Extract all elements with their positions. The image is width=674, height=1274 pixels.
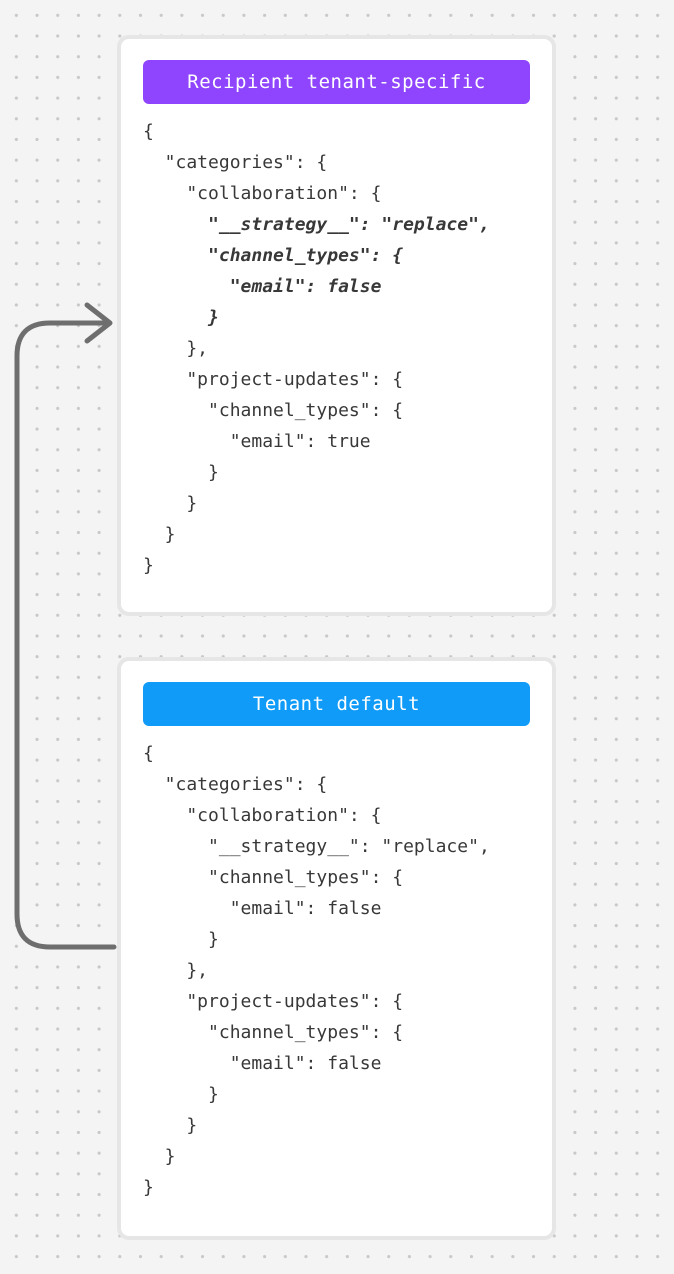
json-code-line: } [143, 307, 219, 328]
json-code-line: "email": false [143, 276, 382, 297]
recipient-tenant-specific-header: Recipient tenant-specific [143, 60, 530, 104]
json-code-line: } [143, 524, 176, 545]
json-code-line: "email": false [143, 898, 382, 919]
json-code-line: "project-updates": { [143, 991, 404, 1012]
json-code-line: } [143, 1115, 198, 1136]
json-code-line: { [143, 121, 154, 142]
recipient-tenant-specific-json-code: { "categories": { "collaboration": { "__… [143, 116, 530, 581]
tenant-default-card: Tenant default { "categories": { "collab… [117, 657, 556, 1240]
json-code-line: "__strategy__": "replace", [143, 836, 490, 857]
json-code-line: "collaboration": { [143, 183, 382, 204]
json-code-line: "email": true [143, 431, 371, 452]
json-code-line: "project-updates": { [143, 369, 404, 390]
json-code-line: } [143, 1146, 176, 1167]
json-code-line: "channel_types": { [143, 245, 404, 266]
json-code-line: } [143, 1177, 154, 1198]
json-code-line: "channel_types": { [143, 1022, 404, 1043]
json-code-line: }, [143, 338, 209, 359]
tenant-default-json-code: { "categories": { "collaboration": { "__… [143, 738, 530, 1203]
json-code-line: "email": false [143, 1053, 382, 1074]
json-code-line: "channel_types": { [143, 400, 404, 421]
json-code-line: } [143, 493, 198, 514]
json-code-line: "collaboration": { [143, 805, 382, 826]
recipient-tenant-specific-card: Recipient tenant-specific { "categories"… [117, 35, 556, 616]
json-code-line: } [143, 929, 219, 950]
json-code-line: "categories": { [143, 774, 328, 795]
json-code-line: }, [143, 960, 209, 981]
tenant-default-header: Tenant default [143, 682, 530, 726]
arrow-shaft [14, 320, 117, 950]
json-code-line: { [143, 743, 154, 764]
json-code-line: "channel_types": { [143, 867, 404, 888]
json-code-line: } [143, 462, 219, 483]
json-code-line: "categories": { [143, 152, 328, 173]
json-code-line: "__strategy__": "replace", [143, 214, 490, 235]
json-code-line: } [143, 1084, 219, 1105]
json-code-line: } [143, 555, 154, 576]
arrow-head-icon [84, 302, 113, 344]
